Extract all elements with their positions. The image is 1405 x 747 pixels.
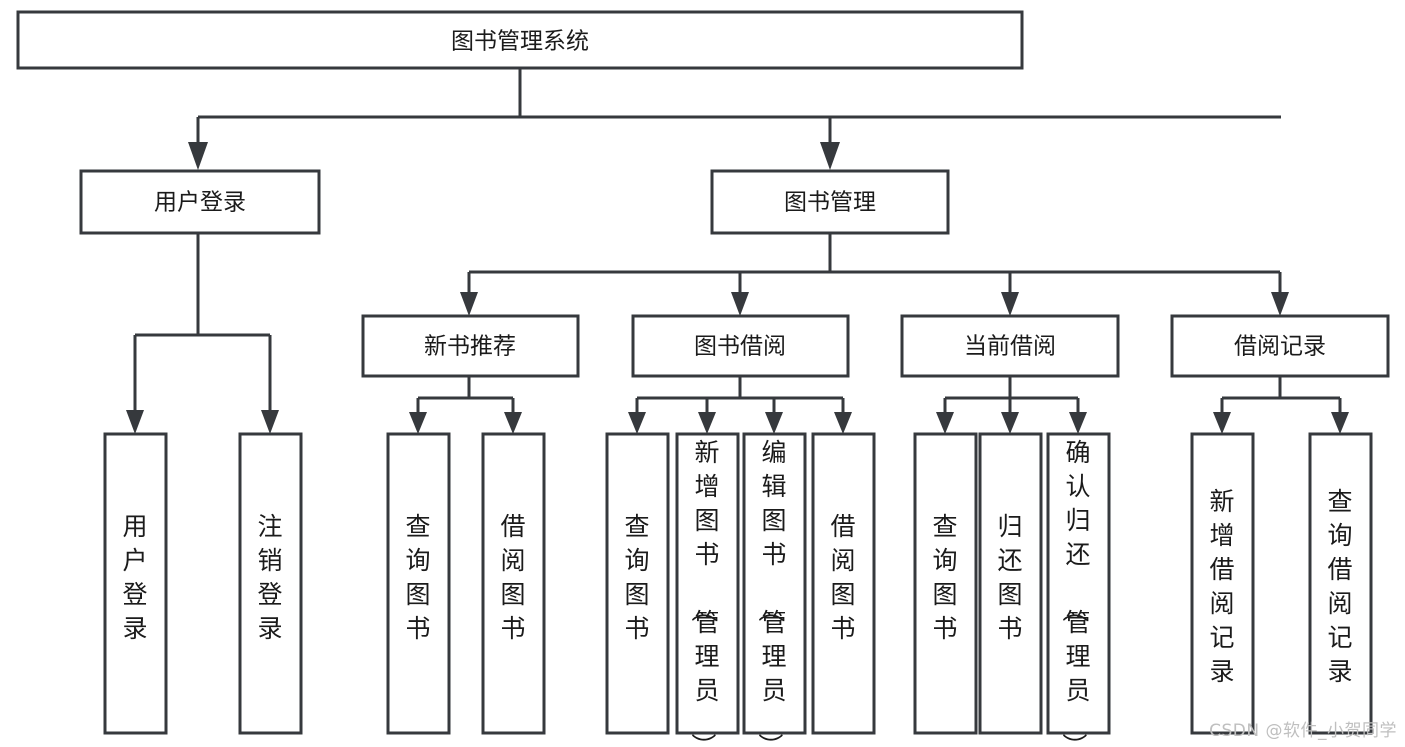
connector-current-to-leaves <box>936 377 1087 434</box>
node-current-borrow-label: 当前借阅 <box>964 334 1056 360</box>
node-new-book-recommend[interactable]: 新书推荐 <box>361 314 580 378</box>
leaf-records-add-label: 新增借阅记录 <box>1209 487 1234 686</box>
leaf-borrow-edit-book[interactable]: 编辑图书（管理员） <box>742 432 807 747</box>
connector-userlogin-to-leaves <box>126 233 279 434</box>
leaf-current-confirm-return-label: 确认归还（管理员） <box>1059 438 1090 747</box>
leaf-records-query[interactable]: 查询借阅记录 <box>1308 432 1373 735</box>
leaf-records-query-label: 查询借阅记录 <box>1327 487 1352 686</box>
connector-newbook-to-leaves <box>409 377 522 434</box>
leaf-borrow-add-book[interactable]: 新增图书（管理员） <box>675 432 740 747</box>
leaf-borrow-borrow-book-label: 借阅图书 <box>830 512 855 643</box>
node-book-borrow[interactable]: 图书借阅 <box>631 314 850 378</box>
leaf-current-query-book[interactable]: 查询图书 <box>913 432 978 735</box>
leaf-borrow-edit-book-label: 编辑图书（管理员） <box>755 438 786 747</box>
node-root[interactable]: 图书管理系统 <box>16 10 1024 70</box>
node-new-book-recommend-label: 新书推荐 <box>424 334 516 360</box>
node-root-label: 图书管理系统 <box>451 29 589 55</box>
connector-records-to-leaves <box>1213 377 1349 434</box>
leaf-borrow-add-book-label: 新增图书（管理员） <box>688 438 719 747</box>
leaf-borrow-query-book[interactable]: 查询图书 <box>605 432 670 735</box>
node-book-borrow-label: 图书借阅 <box>694 334 786 360</box>
connector-bookmgmt-to-level3 <box>460 233 1289 316</box>
node-borrow-records[interactable]: 借阅记录 <box>1170 314 1390 378</box>
connector-borrow-to-leaves <box>628 377 852 434</box>
leaf-user-login-login-label: 用户登录 <box>122 512 147 643</box>
node-borrow-records-label: 借阅记录 <box>1234 334 1326 360</box>
node-user-login[interactable]: 用户登录 <box>79 169 321 235</box>
leaf-current-return-book-label: 归还图书 <box>997 512 1022 643</box>
leaf-user-login-logout-label: 注销登录 <box>257 512 282 643</box>
node-current-borrow[interactable]: 当前借阅 <box>900 314 1120 378</box>
leaf-user-login-logout[interactable]: 注销登录 <box>238 432 303 735</box>
node-book-management-label: 图书管理 <box>784 190 876 216</box>
connector-root-to-level2 <box>188 68 1281 170</box>
leaf-newbook-query[interactable]: 查询图书 <box>386 432 451 735</box>
leaf-user-login-login[interactable]: 用户登录 <box>103 432 168 735</box>
leaf-current-return-book[interactable]: 归还图书 <box>978 432 1043 735</box>
leaf-newbook-borrow-label: 借阅图书 <box>500 512 525 643</box>
node-book-management[interactable]: 图书管理 <box>710 169 950 235</box>
leaf-current-confirm-return[interactable]: 确认归还（管理员） <box>1046 432 1111 747</box>
leaf-newbook-borrow[interactable]: 借阅图书 <box>481 432 546 735</box>
leaf-records-add[interactable]: 新增借阅记录 <box>1190 432 1255 735</box>
leaf-newbook-query-label: 查询图书 <box>405 512 430 643</box>
leaf-borrow-borrow-book[interactable]: 借阅图书 <box>811 432 876 735</box>
leaf-borrow-query-book-label: 查询图书 <box>624 512 649 643</box>
leaf-current-query-book-label: 查询图书 <box>932 512 957 643</box>
node-user-login-label: 用户登录 <box>154 190 246 216</box>
